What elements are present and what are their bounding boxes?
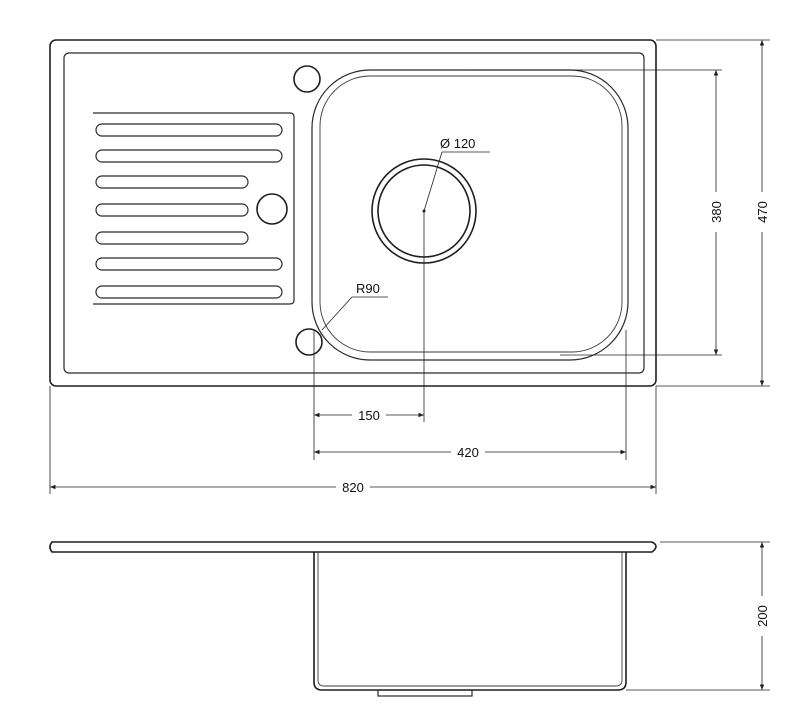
side-bowl-inner	[317, 552, 623, 687]
drainboard-rib	[95, 149, 283, 163]
drainboard-rib	[95, 203, 249, 217]
tap-hole-top	[293, 65, 321, 93]
dim-bowl-width: 420	[457, 445, 479, 460]
dim-corner-radius: R90	[356, 281, 380, 296]
dim-bowl-height: 200	[755, 605, 770, 627]
dim-bowl-depth: 380	[709, 201, 724, 223]
drainboard-rib	[95, 175, 249, 189]
dim-overall-depth: 470	[755, 201, 770, 223]
side-rim	[49, 541, 657, 553]
drainboard-rib	[95, 285, 283, 299]
drainboard-outline	[93, 112, 295, 305]
dim-overall-width: 820	[342, 480, 364, 495]
sink-outer-rim	[49, 39, 657, 387]
dim-drain-diameter: Ø 120	[440, 136, 475, 151]
dim-drain-offset: 150	[358, 408, 380, 423]
side-view-dimensions: 200	[626, 541, 772, 691]
top-view	[49, 39, 657, 387]
side-bowl	[313, 552, 627, 691]
drainboard-rib	[95, 231, 249, 245]
drainboard-drain-hole	[256, 193, 288, 225]
top-view-dimensions: 470 380 150 420 820 Ø 120 R90	[49, 39, 772, 495]
sink-inner-rim	[63, 52, 645, 374]
tap-hole-bottom	[295, 328, 323, 356]
side-drain-stub	[377, 689, 473, 697]
drainboard-rib	[95, 257, 283, 271]
drainboard-rib	[95, 123, 283, 137]
side-view	[49, 541, 657, 697]
bowl-inner	[319, 75, 623, 353]
drainboard	[93, 112, 295, 305]
